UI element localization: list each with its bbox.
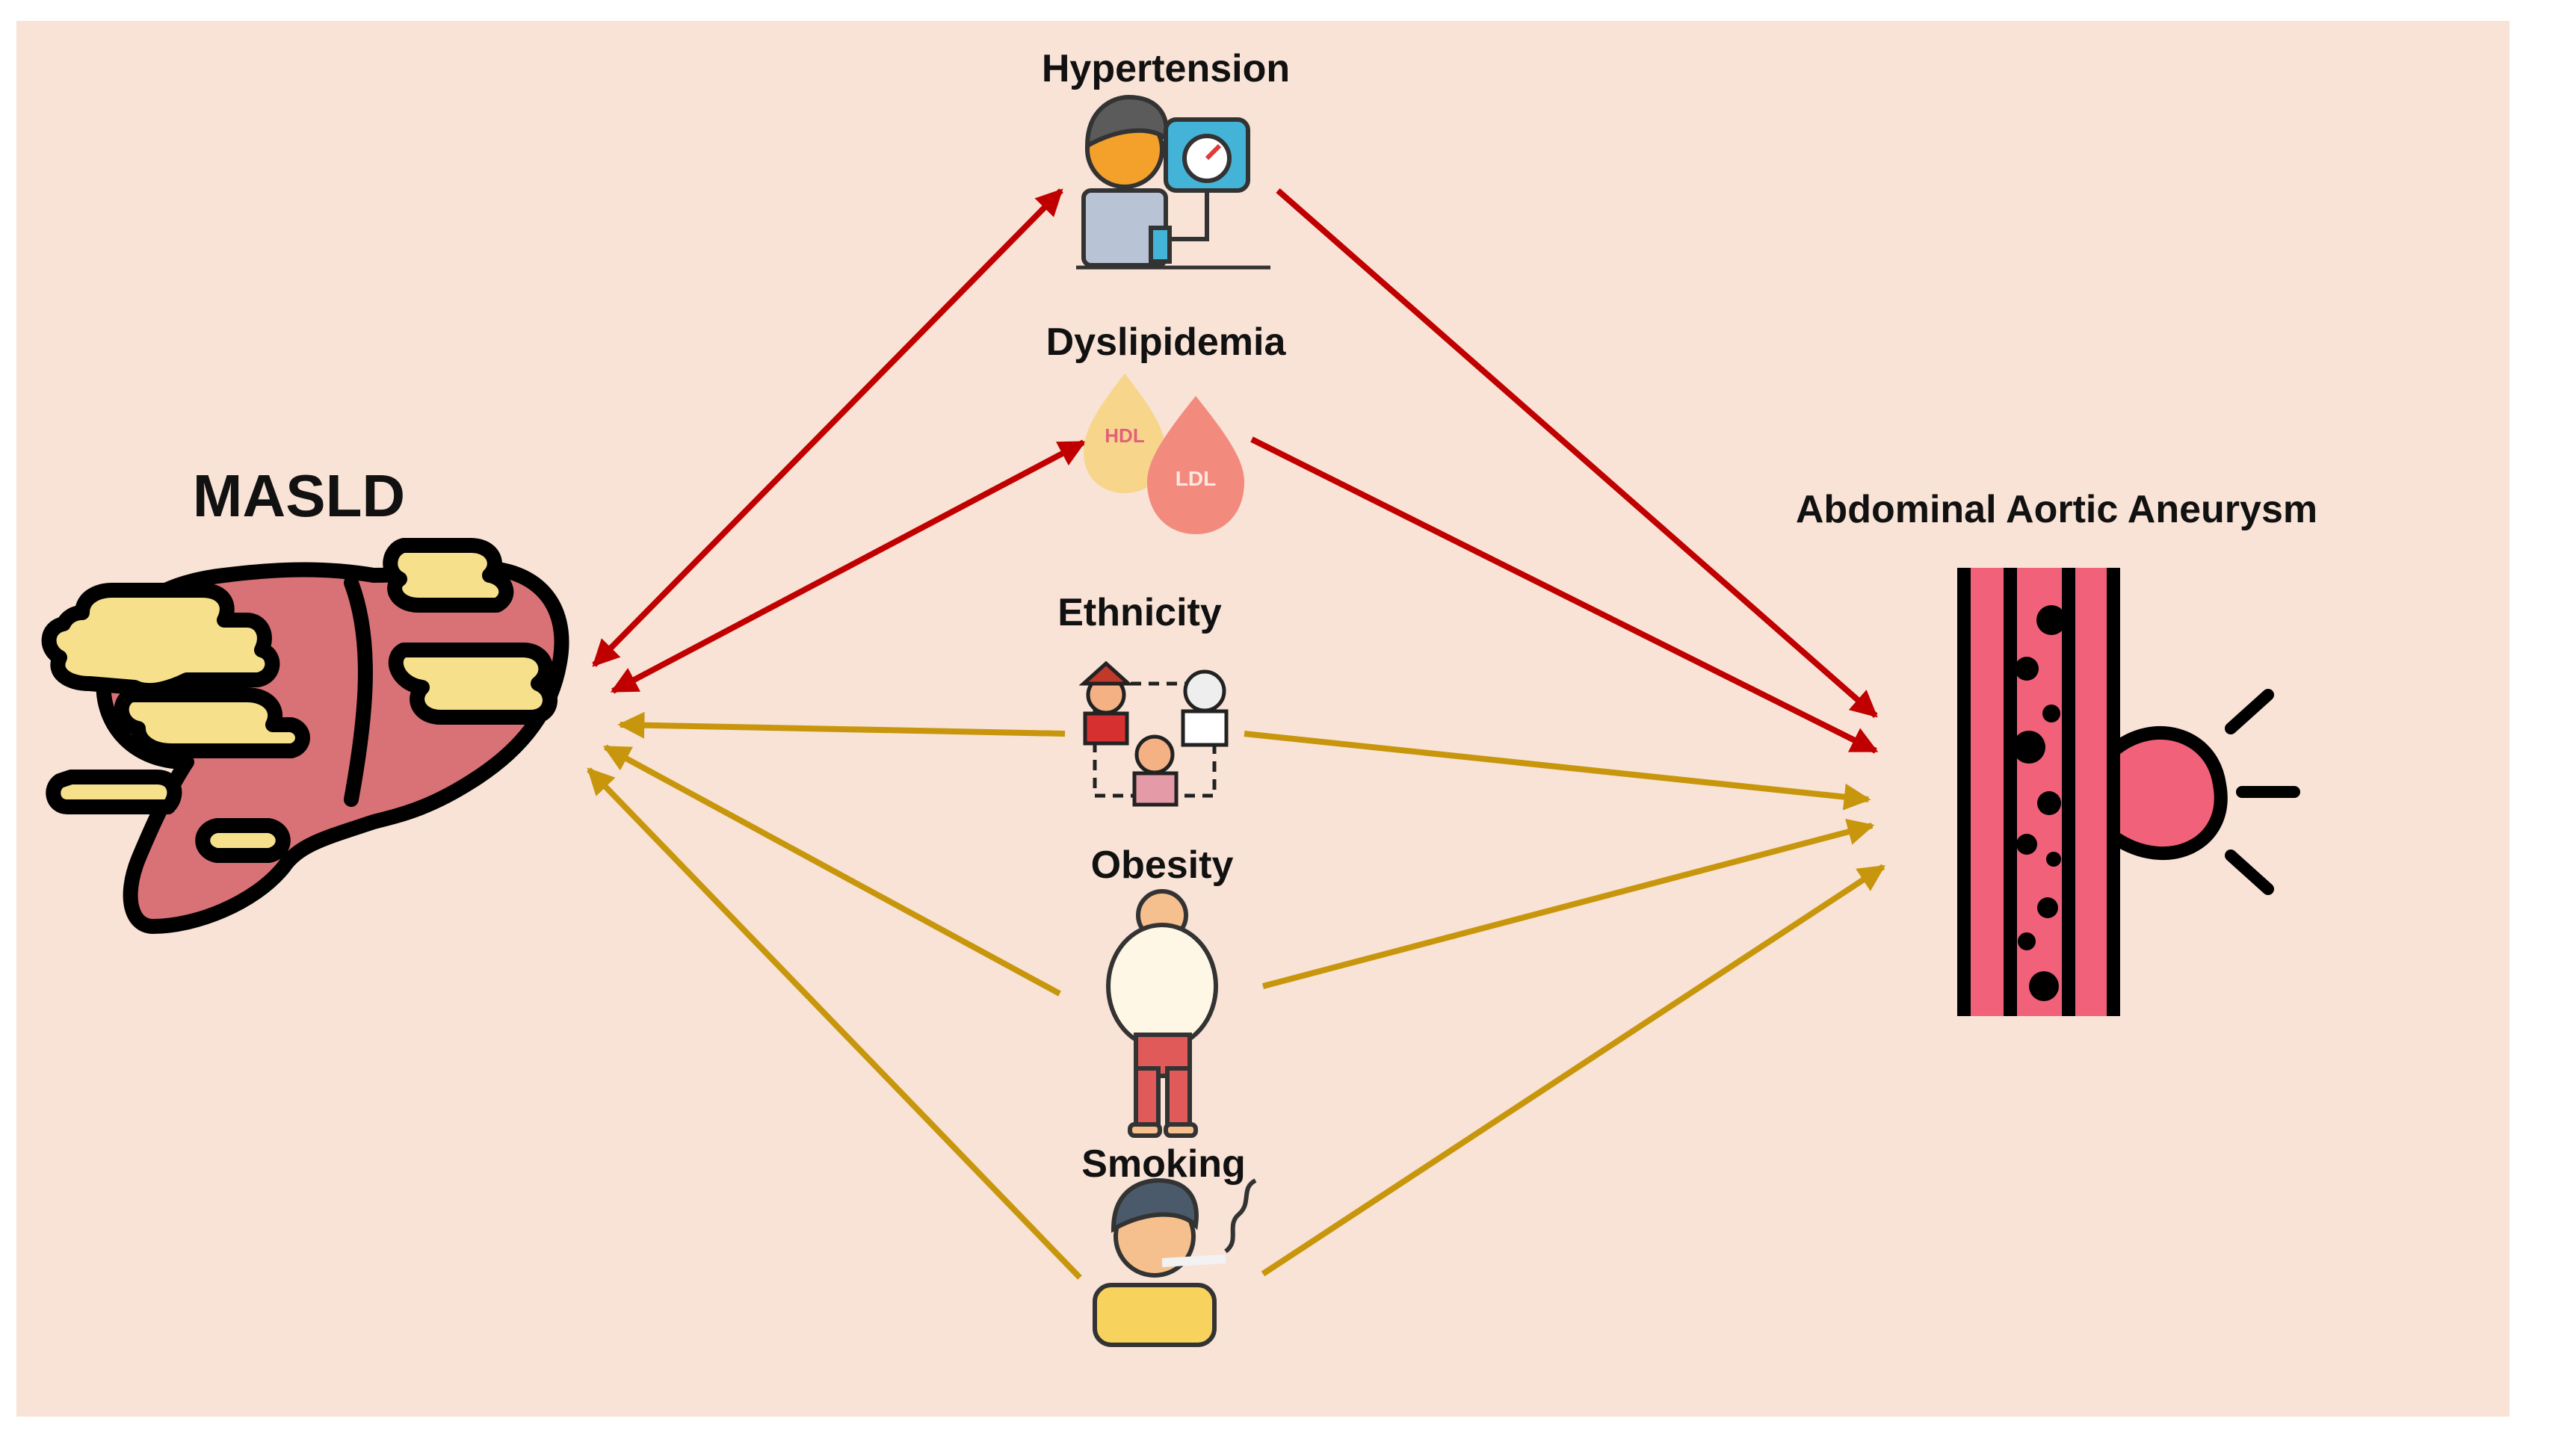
arrow-hypertension-aaa — [1276, 188, 1878, 719]
arrow-smoking-masld — [587, 767, 1082, 1280]
arrow-ethnicity-aaa — [1244, 731, 1871, 811]
ldl-label: LDL — [1176, 467, 1216, 490]
smoking-label: Smoking — [1081, 1142, 1246, 1186]
arrow-dyslipidemia-masld — [610, 439, 1087, 694]
fat-blob-6 — [195, 818, 291, 863]
ethnicity-label: Ethnicity — [1057, 591, 1222, 634]
lipid-drops-icon: HDL LDL — [1084, 374, 1244, 534]
arrow-obesity-aaa — [1261, 818, 1875, 989]
fat-blob-4 — [383, 538, 514, 613]
arrow-smoking-aaa — [1261, 864, 1886, 1277]
ethnic-groups-icon — [1078, 660, 1229, 807]
fatty-liver-icon — [41, 538, 569, 934]
fat-blob-5 — [388, 643, 557, 725]
arrow-hypertension-masld — [592, 188, 1063, 667]
dyslipidemia-label: Dyslipidemia — [1045, 321, 1286, 364]
hypertension-label: Hypertension — [1041, 47, 1291, 90]
arrows — [587, 188, 1886, 1280]
obese-person-icon — [1106, 889, 1218, 1138]
smoker-icon — [1093, 1177, 1257, 1347]
fat-blob-2 — [114, 687, 310, 758]
blood-pressure-icon — [1076, 94, 1270, 270]
masld-label: MASLD — [192, 462, 406, 529]
fat-blob-3 — [46, 770, 182, 814]
hdl-label: HDL — [1105, 424, 1145, 447]
arrow-dyslipidemia-aaa — [1250, 436, 1879, 754]
arrow-ethnicity-masld — [617, 711, 1066, 739]
fat-blob-1 — [41, 583, 280, 699]
arrow-obesity-masld — [602, 744, 1061, 997]
obesity-label: Obesity — [1090, 844, 1234, 887]
aneurysm-vessel-icon — [1957, 568, 2300, 1016]
aaa-label: Abdominal Aortic Aneurysm — [1795, 488, 2318, 531]
liver-lobe-divider — [344, 575, 373, 807]
